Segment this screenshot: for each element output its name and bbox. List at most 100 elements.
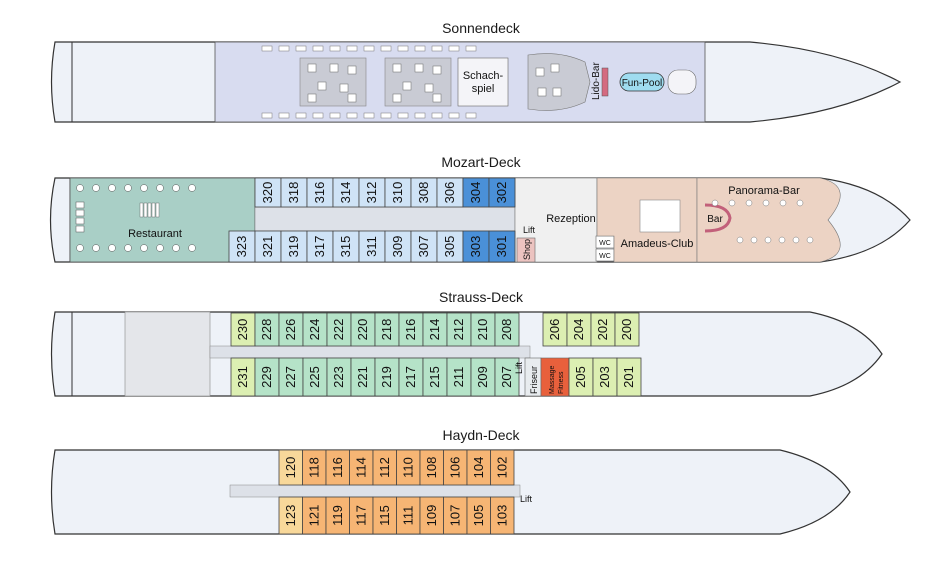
lounger bbox=[380, 112, 392, 119]
cabin-115[interactable]: 115 bbox=[372, 496, 397, 535]
cabin-207[interactable]: 207 bbox=[494, 357, 520, 397]
cabin-205[interactable]: 205 bbox=[568, 357, 594, 397]
cabin-229[interactable]: 229 bbox=[254, 357, 280, 397]
bar-counter bbox=[704, 203, 732, 233]
lido-lounge bbox=[527, 53, 591, 111]
cabin-308[interactable]: 308 bbox=[410, 177, 438, 208]
cabin-224[interactable]: 224 bbox=[302, 312, 328, 347]
cabin-108[interactable]: 108 bbox=[419, 449, 444, 486]
cabin-226[interactable]: 226 bbox=[278, 312, 304, 347]
cabin-310[interactable]: 310 bbox=[384, 177, 412, 208]
cabin-123[interactable]: 123 bbox=[278, 496, 303, 535]
cabin-319[interactable]: 319 bbox=[280, 230, 308, 263]
cabin-212[interactable]: 212 bbox=[446, 312, 472, 347]
cabin-number: 107 bbox=[447, 505, 462, 527]
strauss-corridor bbox=[209, 345, 531, 359]
cabin-106[interactable]: 106 bbox=[443, 449, 468, 486]
cabin-316[interactable]: 316 bbox=[306, 177, 334, 208]
cabin-321[interactable]: 321 bbox=[254, 230, 282, 263]
cabin-301[interactable]: 301 bbox=[488, 230, 516, 263]
cabin-215[interactable]: 215 bbox=[422, 357, 448, 397]
cabin-228[interactable]: 228 bbox=[254, 312, 280, 347]
cabin-309[interactable]: 309 bbox=[384, 230, 412, 263]
cabin-117[interactable]: 117 bbox=[349, 496, 374, 535]
cabin-220[interactable]: 220 bbox=[350, 312, 376, 347]
cabin-302[interactable]: 302 bbox=[488, 177, 516, 208]
cabin-number: 203 bbox=[597, 366, 612, 388]
cabin-105[interactable]: 105 bbox=[466, 496, 491, 535]
cabin-216[interactable]: 216 bbox=[398, 312, 424, 347]
cabin-number: 227 bbox=[283, 366, 298, 388]
cabin-number: 304 bbox=[468, 182, 483, 204]
lounger bbox=[329, 45, 341, 52]
cabin-202[interactable]: 202 bbox=[590, 312, 616, 347]
cabin-110[interactable]: 110 bbox=[396, 449, 421, 486]
cabin-217[interactable]: 217 bbox=[398, 357, 424, 397]
cabin-number: 118 bbox=[306, 457, 321, 478]
cabin-315[interactable]: 315 bbox=[332, 230, 360, 263]
cabin-209[interactable]: 209 bbox=[470, 357, 496, 397]
cabin-318[interactable]: 318 bbox=[280, 177, 308, 208]
cabin-120[interactable]: 120 bbox=[278, 449, 303, 486]
table bbox=[728, 199, 736, 207]
cabin-107[interactable]: 107 bbox=[443, 496, 468, 535]
cabin-307[interactable]: 307 bbox=[410, 230, 438, 263]
cabin-311[interactable]: 311 bbox=[358, 230, 386, 263]
cabin-number: 316 bbox=[312, 182, 327, 204]
cabin-225[interactable]: 225 bbox=[302, 357, 328, 397]
cabin-114[interactable]: 114 bbox=[349, 449, 374, 486]
cabin-200[interactable]: 200 bbox=[614, 312, 640, 347]
cabin-box bbox=[592, 357, 618, 397]
cabin-111[interactable]: 111 bbox=[396, 496, 421, 535]
cabin-203[interactable]: 203 bbox=[592, 357, 618, 397]
cabin-312[interactable]: 312 bbox=[358, 177, 386, 208]
cabin-304[interactable]: 304 bbox=[462, 177, 490, 208]
cabin-306[interactable]: 306 bbox=[436, 177, 464, 208]
cabin-116[interactable]: 116 bbox=[325, 449, 350, 486]
table bbox=[307, 63, 317, 73]
cabin-118[interactable]: 118 bbox=[302, 449, 327, 486]
table bbox=[75, 201, 85, 209]
cabin-211[interactable]: 211 bbox=[446, 357, 472, 397]
cabin-201[interactable]: 201 bbox=[616, 357, 642, 397]
cabin-112[interactable]: 112 bbox=[372, 449, 397, 486]
cabin-104[interactable]: 104 bbox=[466, 449, 491, 486]
cabin-227[interactable]: 227 bbox=[278, 357, 304, 397]
cabin-box bbox=[350, 357, 376, 397]
cabin-320[interactable]: 320 bbox=[254, 177, 282, 208]
cabin-219[interactable]: 219 bbox=[374, 357, 400, 397]
cabin-109[interactable]: 109 bbox=[419, 496, 444, 535]
table bbox=[188, 244, 196, 252]
fun-pool bbox=[619, 72, 665, 92]
lounger bbox=[261, 112, 273, 119]
cabin-box bbox=[422, 312, 448, 347]
cabin-119[interactable]: 119 bbox=[325, 496, 350, 535]
cabin-314[interactable]: 314 bbox=[332, 177, 360, 208]
cabin-218[interactable]: 218 bbox=[374, 312, 400, 347]
cabin-221[interactable]: 221 bbox=[350, 357, 376, 397]
cabin-number: 208 bbox=[499, 319, 514, 341]
cabin-230[interactable]: 230 bbox=[230, 312, 256, 347]
cabin-223[interactable]: 223 bbox=[326, 357, 352, 397]
cabin-222[interactable]: 222 bbox=[326, 312, 352, 347]
cabin-208[interactable]: 208 bbox=[494, 312, 520, 347]
strauss-deck-title: Strauss-Deck bbox=[438, 289, 524, 305]
cabin-204[interactable]: 204 bbox=[566, 312, 592, 347]
cabin-210[interactable]: 210 bbox=[470, 312, 496, 347]
cabin-103[interactable]: 103 bbox=[490, 496, 515, 535]
cabin-317[interactable]: 317 bbox=[306, 230, 334, 263]
cabin-number: 116 bbox=[330, 457, 345, 478]
cabin-305[interactable]: 305 bbox=[436, 230, 464, 263]
cabin-number: 311 bbox=[364, 236, 379, 257]
lounger bbox=[312, 112, 324, 119]
cabin-number: 305 bbox=[442, 236, 457, 258]
cabin-206[interactable]: 206 bbox=[542, 312, 568, 347]
cabin-121[interactable]: 121 bbox=[302, 496, 327, 535]
cabin-231[interactable]: 231 bbox=[230, 357, 256, 397]
table bbox=[537, 87, 547, 97]
cabin-102[interactable]: 102 bbox=[490, 449, 515, 486]
cabin-323[interactable]: 323 bbox=[228, 230, 256, 263]
cabin-303[interactable]: 303 bbox=[462, 230, 490, 263]
lounger bbox=[278, 112, 290, 119]
cabin-214[interactable]: 214 bbox=[422, 312, 448, 347]
